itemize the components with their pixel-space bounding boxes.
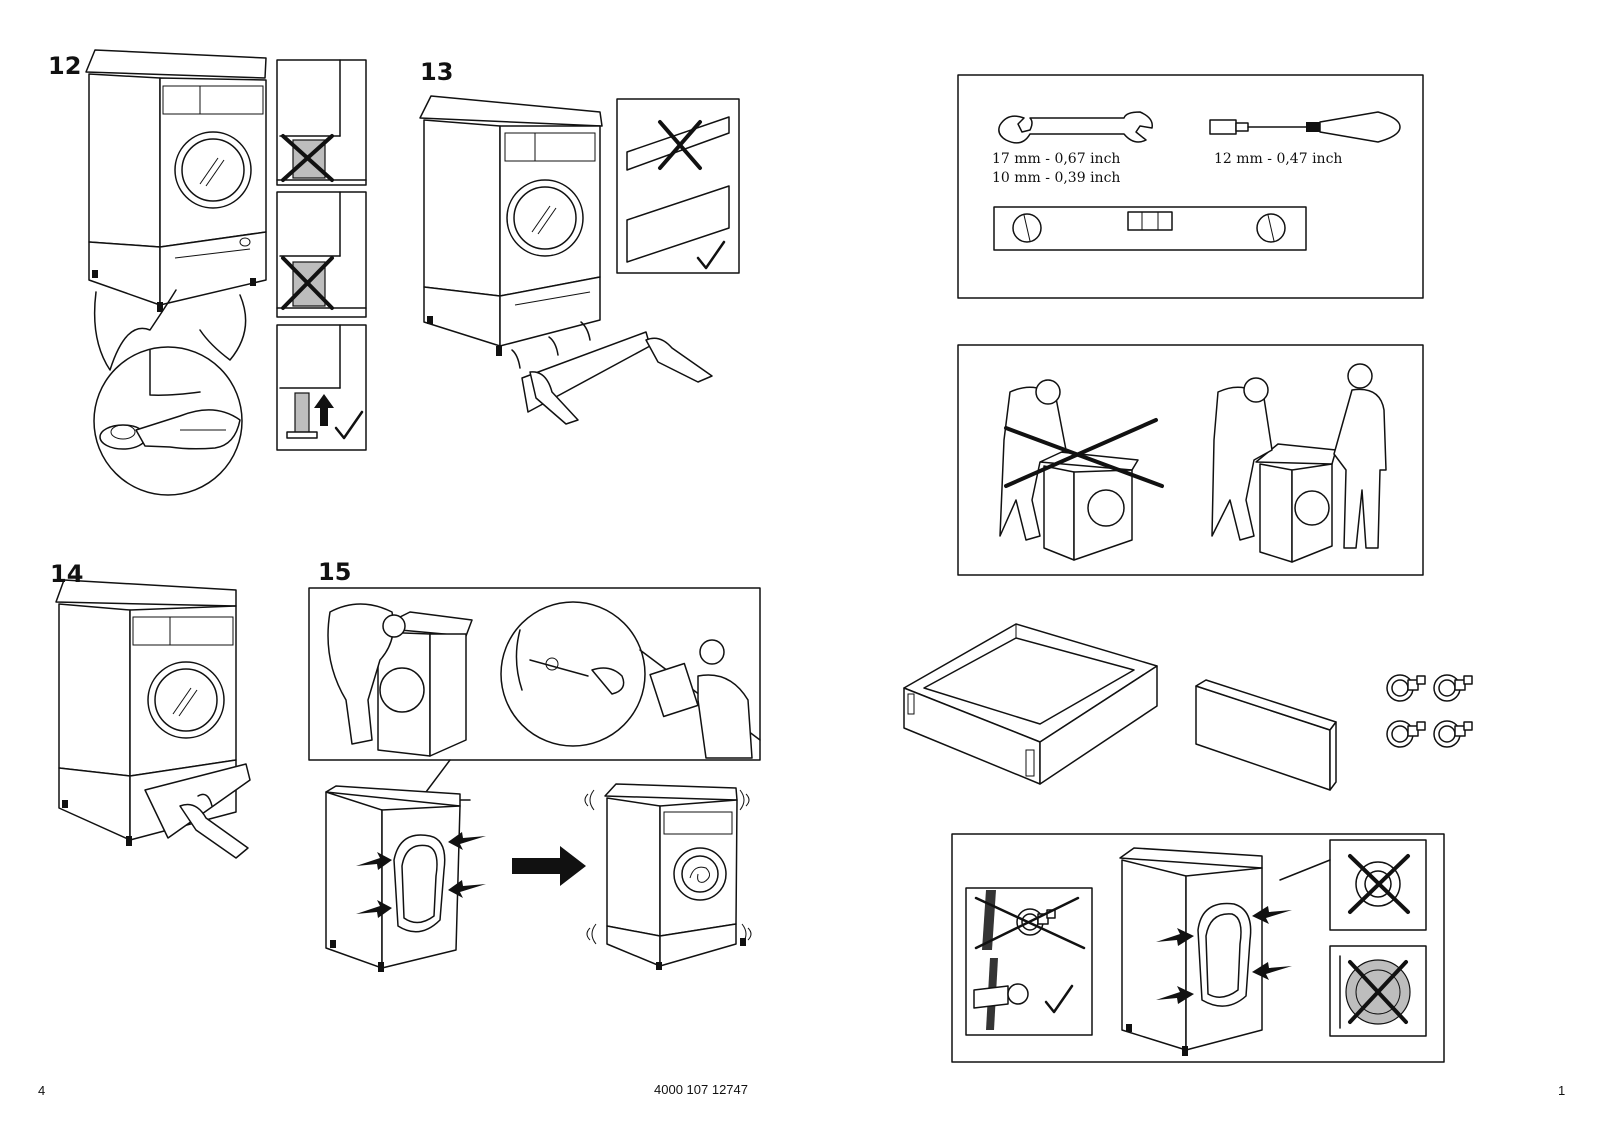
step-12-illustration — [85, 49, 367, 496]
step-number-13: 13 — [420, 58, 454, 86]
wrench-size-label-1: 17 mm - 0,67 inch — [992, 151, 1121, 167]
page-number-right: 1 — [1558, 1083, 1566, 1098]
parts-illustration — [903, 623, 1473, 791]
front-panel-icon — [1195, 679, 1337, 791]
plinth-frame-icon — [903, 623, 1158, 785]
transport-bolts-box — [951, 833, 1445, 1063]
step-15-illustration — [308, 587, 761, 972]
socket-size-label: 12 mm - 0,47 inch — [1214, 151, 1343, 167]
tools-box — [957, 74, 1424, 299]
socket-driver-icon — [1209, 111, 1401, 143]
step-number-12: 12 — [48, 52, 82, 80]
lifting-warning-box — [957, 344, 1424, 576]
step-number-14: 14 — [50, 560, 84, 588]
page-number-left: 4 — [38, 1083, 46, 1098]
wrench-size-label-2: 10 mm - 0,39 inch — [992, 170, 1121, 186]
step-14-illustration — [55, 579, 251, 859]
step-number-15: 15 — [318, 558, 352, 586]
step-13-illustration — [419, 95, 740, 425]
spirit-level-icon — [993, 206, 1307, 251]
screw-icon — [1386, 674, 1473, 748]
article-number: 4000 107 12747 — [654, 1082, 748, 1097]
wrench-icon — [998, 111, 1153, 144]
power-plug-icon — [1329, 839, 1427, 931]
